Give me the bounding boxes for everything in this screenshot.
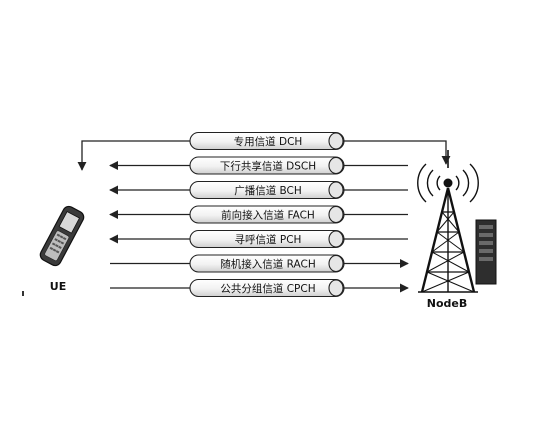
channel-pipe-end: [328, 230, 344, 248]
channel-pipe: [189, 278, 345, 298]
channel-label: 广播信道 BCH: [234, 184, 302, 197]
channel-row: 随机接入信道 RACH: [110, 254, 409, 273]
nodeb-label: NodeB: [427, 297, 467, 310]
margin-mark: [22, 291, 24, 296]
base-station-cabinet-icon: [475, 219, 497, 285]
channel-pipe: [189, 229, 345, 249]
channel-pipe: [189, 156, 345, 175]
channel-arrow-to-nodeb: [344, 140, 451, 165]
ue-label: UE: [50, 280, 66, 293]
channel-label: 随机接入信道 RACH: [220, 258, 315, 271]
channel-label: 公共分组信道 CPCH: [220, 282, 315, 295]
mobile-phone-icon: [39, 205, 85, 267]
channel-pipe: [189, 254, 345, 273]
channel-pipe-end: [328, 181, 344, 199]
channel-arrow-to-ue: [77, 140, 190, 171]
channel-pipe: [189, 180, 345, 200]
channel-pipe: [189, 205, 345, 224]
radio-tower-icon: [417, 150, 479, 293]
channel-row: 专用信道 DCH: [77, 131, 451, 171]
channel-label: 寻呼信道 PCH: [235, 233, 302, 246]
channel-row: 前向接入信道 FACH: [109, 205, 408, 224]
channel-label: 专用信道 DCH: [234, 135, 303, 148]
channel-row: 寻呼信道 PCH: [109, 229, 408, 249]
channel-pipe-end: [328, 156, 344, 175]
channel-row: 广播信道 BCH: [109, 180, 408, 200]
channel-pipe-end: [328, 279, 344, 297]
channel-pipe-end: [328, 132, 344, 150]
channel-pipe-end: [328, 205, 344, 224]
channel-row: 下行共享信道 DSCH: [109, 156, 408, 175]
channel-pipe: [189, 131, 345, 151]
channel-row: 公共分组信道 CPCH: [110, 278, 409, 298]
channel-list: 专用信道 DCH 下行共享信道 DSCH 广播信道 BCH 前向接入信道 FACH 寻呼…: [77, 131, 451, 298]
channel-pipe-end: [328, 254, 344, 273]
channel-label: 下行共享信道 DSCH: [220, 160, 316, 173]
channel-label: 前向接入信道 FACH: [221, 209, 315, 222]
